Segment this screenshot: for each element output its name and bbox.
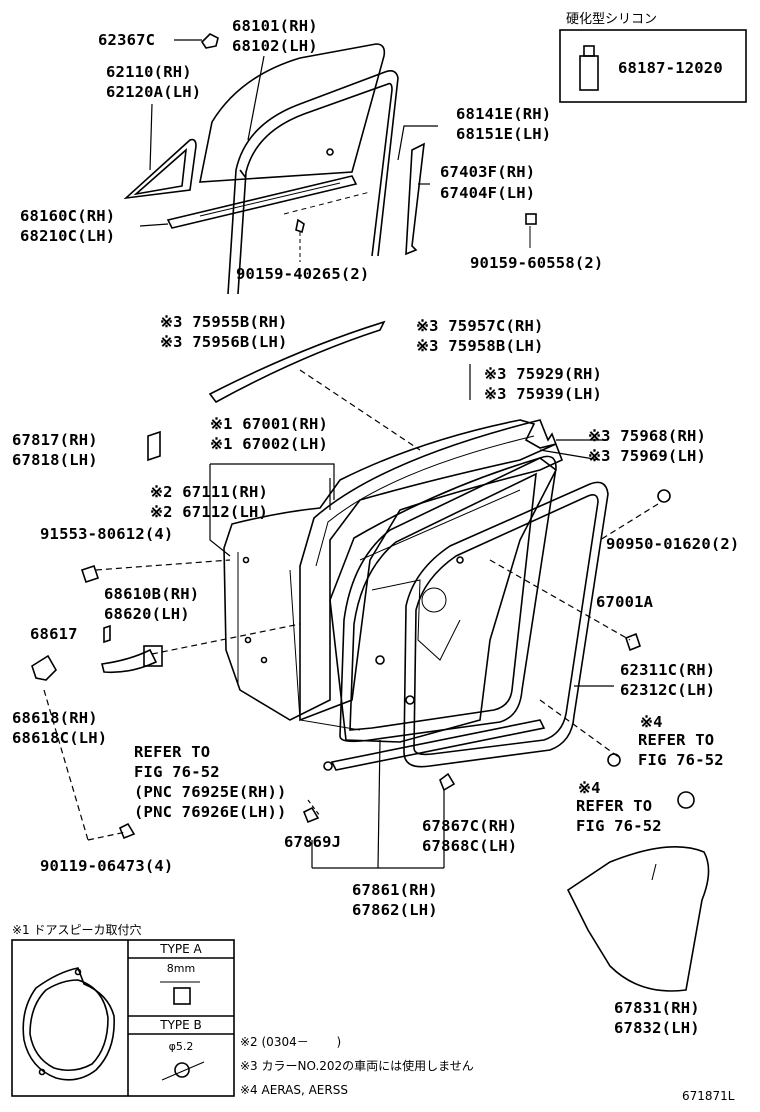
label-67001: ※1 67001(RH) xyxy=(210,415,329,433)
label-68617: 68617 xyxy=(30,625,78,643)
lower-weatherstrip xyxy=(323,719,546,771)
type-a-dim: 8mm xyxy=(166,962,196,975)
figure-id: 671871L xyxy=(682,1089,735,1103)
label-67817: 67817(RH) xyxy=(12,431,98,449)
secondary-weatherstrip xyxy=(339,455,557,743)
refer-fig-3: FIG 76-52 xyxy=(576,817,662,835)
quarter-glass xyxy=(123,138,197,200)
type-a-title: TYPE A xyxy=(160,942,202,956)
label-67001a: 67001A xyxy=(596,593,654,611)
speaker-type-box xyxy=(11,939,235,1097)
refer-fig-2: FIG 76-52 xyxy=(638,751,724,769)
label-67869j: 67869J xyxy=(284,833,342,851)
pnc-76926e: (PNC 76926E(LH)) xyxy=(134,803,287,821)
label-68102: 68102(LH) xyxy=(232,37,318,55)
refer-to-2: REFER TO xyxy=(638,731,715,749)
service-hole-cover xyxy=(566,846,710,992)
label-91553-80612: 91553-80612(4) xyxy=(40,525,174,543)
screw-90159-40265 xyxy=(283,191,371,262)
label-62120a: 62120A(LH) xyxy=(106,83,202,101)
door-weatherstrip xyxy=(403,481,614,768)
footnote-4: ※4 AERAS, AERSS xyxy=(240,1083,348,1097)
label-75968: ※3 75968(RH) xyxy=(588,427,707,445)
label-62367c: 62367C xyxy=(98,31,156,49)
label-67862: 67862(LH) xyxy=(352,901,438,919)
glass-run-channel xyxy=(227,70,399,295)
refer-note-2: ※4 xyxy=(640,713,663,731)
label-62312c: 62312C(LH) xyxy=(620,681,716,699)
refer-to-1: REFER TO xyxy=(134,743,211,761)
small-parts xyxy=(31,430,695,840)
type-b-dim: φ5.2 xyxy=(168,1040,194,1053)
door-inner-panel xyxy=(329,457,558,743)
door-glass xyxy=(199,43,386,183)
label-62311c: 62311C(RH) xyxy=(620,661,716,679)
label-75956b: ※3 75956B(LH) xyxy=(160,333,288,351)
label-68101: 68101(RH) xyxy=(232,17,318,35)
label-67111: ※2 67111(RH) xyxy=(150,483,269,501)
footnote-3: ※3 カラーNO.202の車両には使用しません xyxy=(240,1059,474,1073)
label-68141e: 68141E(RH) xyxy=(456,105,552,123)
label-68160c: 68160C(RH) xyxy=(20,207,116,225)
refer-note-3: ※4 xyxy=(578,779,601,797)
silicone-box xyxy=(559,29,747,103)
refer-fig-1: FIG 76-52 xyxy=(134,763,220,781)
label-75958b: ※3 75958B(LH) xyxy=(416,337,544,355)
label-75939: ※3 75939(LH) xyxy=(484,385,603,403)
door-moulding xyxy=(208,320,386,404)
type-b-title: TYPE B xyxy=(160,1018,202,1032)
label-90950-01620: 90950-01620(2) xyxy=(606,535,740,553)
label-62110: 62110(RH) xyxy=(106,63,192,81)
label-68618: 68618(RH) xyxy=(12,709,98,727)
label-68210c: 68210C(LH) xyxy=(20,227,116,245)
label-67404f: 67404F(LH) xyxy=(440,184,536,202)
label-67818: 67818(LH) xyxy=(12,451,98,469)
clip-62367c xyxy=(174,33,219,49)
label-67112: ※2 67112(LH) xyxy=(150,503,269,521)
label-67861: 67861(RH) xyxy=(352,881,438,899)
rear-sash xyxy=(405,142,430,256)
screw-90159-60558 xyxy=(525,213,537,248)
footnote-2: ※2 (0304－ ) xyxy=(240,1035,342,1049)
label-67002: ※1 67002(LH) xyxy=(210,435,329,453)
label-67832: 67832(LH) xyxy=(614,1019,700,1037)
label-75955b: ※3 75955B(RH) xyxy=(160,313,288,331)
label-68610b: 68610B(RH) xyxy=(104,585,200,603)
door-outer-panel xyxy=(223,419,557,721)
label-68618c: 68618C(LH) xyxy=(12,729,108,747)
pnc-76925e: (PNC 76925E(RH)) xyxy=(134,783,287,801)
refer-to-3: REFER TO xyxy=(576,797,653,815)
label-68151e: 68151E(LH) xyxy=(456,125,552,143)
belt-weatherstrip xyxy=(139,175,358,229)
label-67403f: 67403F(RH) xyxy=(440,163,536,181)
callout-lines xyxy=(43,55,659,869)
label-67867c: 67867C(RH) xyxy=(422,817,518,835)
label-68620: 68620(LH) xyxy=(104,605,190,623)
label-90119-06473: 90119-06473(4) xyxy=(40,857,174,875)
label-75929: ※3 75929(RH) xyxy=(484,365,603,383)
silicone-title: 硬化型シリコン xyxy=(566,12,658,27)
label-90159-60558: 90159-60558(2) xyxy=(470,254,604,272)
label-75957c: ※3 75957C(RH) xyxy=(416,317,544,335)
footnote-1: ※1 ドアスピーカ取付穴 xyxy=(12,923,142,937)
label-67868c: 67868C(LH) xyxy=(422,837,518,855)
label-75969: ※3 75969(LH) xyxy=(588,447,707,465)
label-68187-12020: 68187-12020 xyxy=(618,59,723,77)
label-90159-40265: 90159-40265(2) xyxy=(236,265,370,283)
label-67831: 67831(RH) xyxy=(614,999,700,1017)
